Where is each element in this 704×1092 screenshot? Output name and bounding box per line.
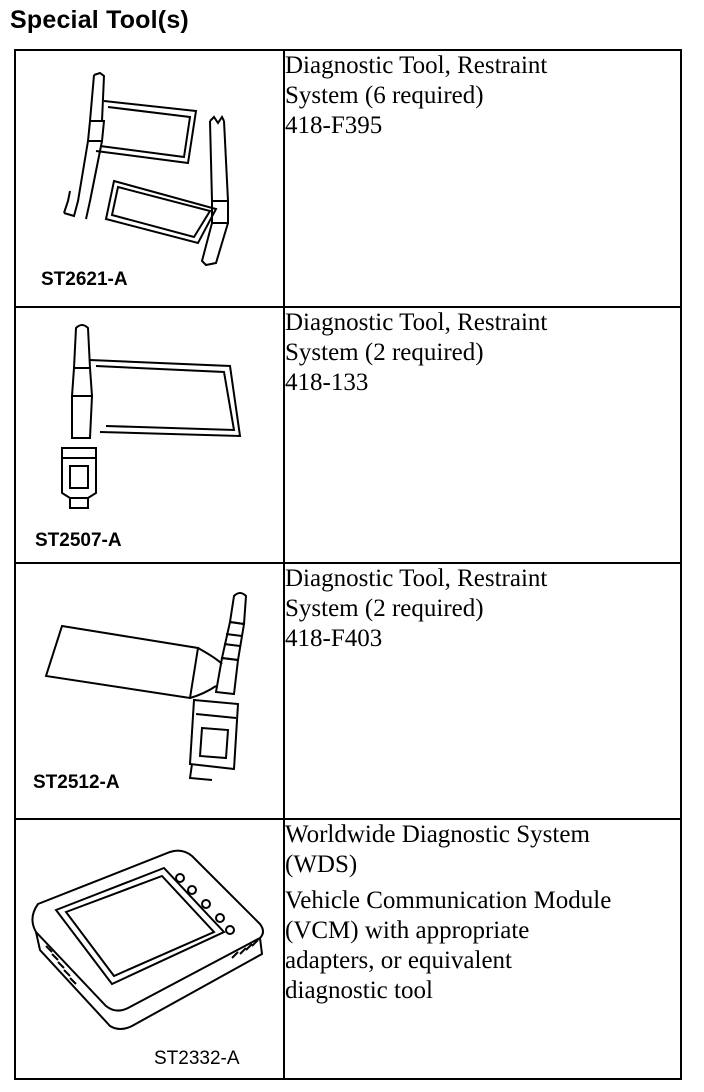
tool-code: ST2507-A — [35, 530, 122, 551]
table-row: ST2332-A Worldwide Diagnostic System (WD… — [14, 818, 682, 1080]
restraint-tool-illustration — [44, 592, 248, 781]
tool-description: Diagnostic Tool, Restraint System (6 req… — [285, 52, 548, 139]
tool-code: ST2512-A — [33, 772, 120, 793]
tool-description-cell: Diagnostic Tool, Restraint System (2 req… — [283, 306, 682, 564]
tool-illustration-cell: ST2332-A — [14, 818, 285, 1080]
restraint-tool-pair-illustration — [63, 71, 230, 267]
tool-code: ST2621-A — [41, 269, 128, 290]
tool-illustration-cell: ST2621-A — [14, 49, 285, 308]
tool-description-secondary: Vehicle Communication Module (VCM) with … — [285, 887, 612, 1004]
tool-illustration-cell: ST2507-A — [14, 306, 285, 564]
table-row: ST2621-A Diagnostic Tool, Restraint Syst… — [14, 49, 682, 308]
tool-description: Diagnostic Tool, Restraint System (2 req… — [285, 309, 548, 396]
wds-device-illustration — [31, 849, 264, 1030]
table-row: ST2507-A Diagnostic Tool, Restraint Syst… — [14, 306, 682, 564]
tool-description: Diagnostic Tool, Restraint System (2 req… — [285, 565, 548, 652]
special-tools-table: ST2621-A Diagnostic Tool, Restraint Syst… — [14, 49, 682, 1080]
tool-description-cell: Worldwide Diagnostic System (WDS) Vehicl… — [283, 818, 682, 1080]
restraint-tool-illustration — [61, 324, 242, 509]
tool-description: Worldwide Diagnostic System (WDS) — [285, 821, 590, 878]
tool-illustration-cell: ST2512-A — [14, 562, 285, 820]
tool-code: ST2332-A — [154, 1048, 240, 1069]
section-heading: Special Tool(s) — [10, 6, 189, 34]
tool-description-cell: Diagnostic Tool, Restraint System (2 req… — [283, 562, 682, 820]
tool-description-cell: Diagnostic Tool, Restraint System (6 req… — [283, 49, 682, 308]
table-row: ST2512-A Diagnostic Tool, Restraint Syst… — [14, 562, 682, 820]
